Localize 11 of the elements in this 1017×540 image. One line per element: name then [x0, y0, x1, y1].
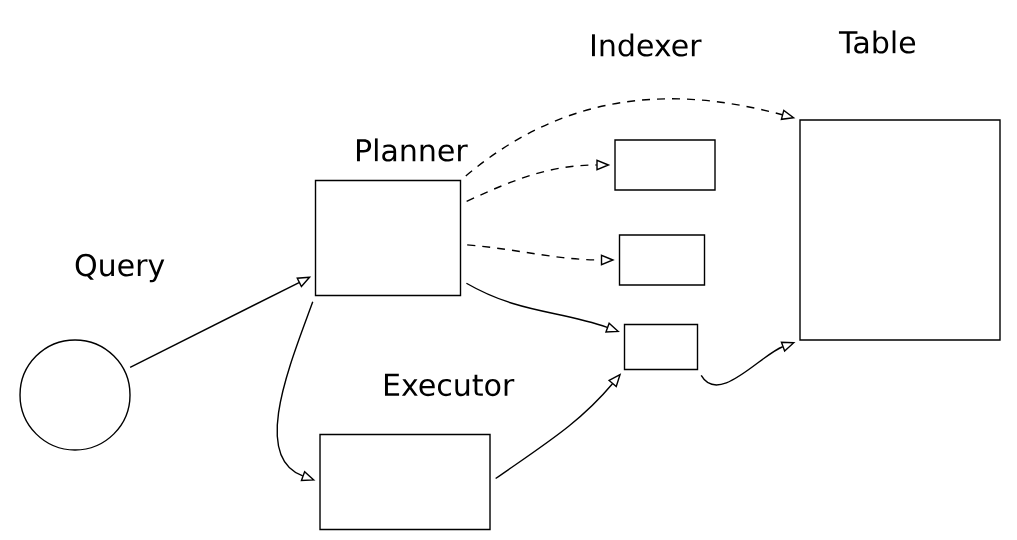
heading: Indexer	[592, 33, 702, 57]
box: Executor	[319, 373, 515, 531]
box: Planner	[314, 138, 468, 297]
node-label: Executor	[384, 373, 515, 397]
node-label: Query	[75, 253, 165, 283]
box	[618, 234, 706, 286]
box	[614, 139, 716, 191]
box	[623, 323, 699, 371]
box: Table	[799, 30, 1001, 341]
node-label: Table	[838, 30, 916, 54]
node-label: Planner	[356, 138, 468, 162]
